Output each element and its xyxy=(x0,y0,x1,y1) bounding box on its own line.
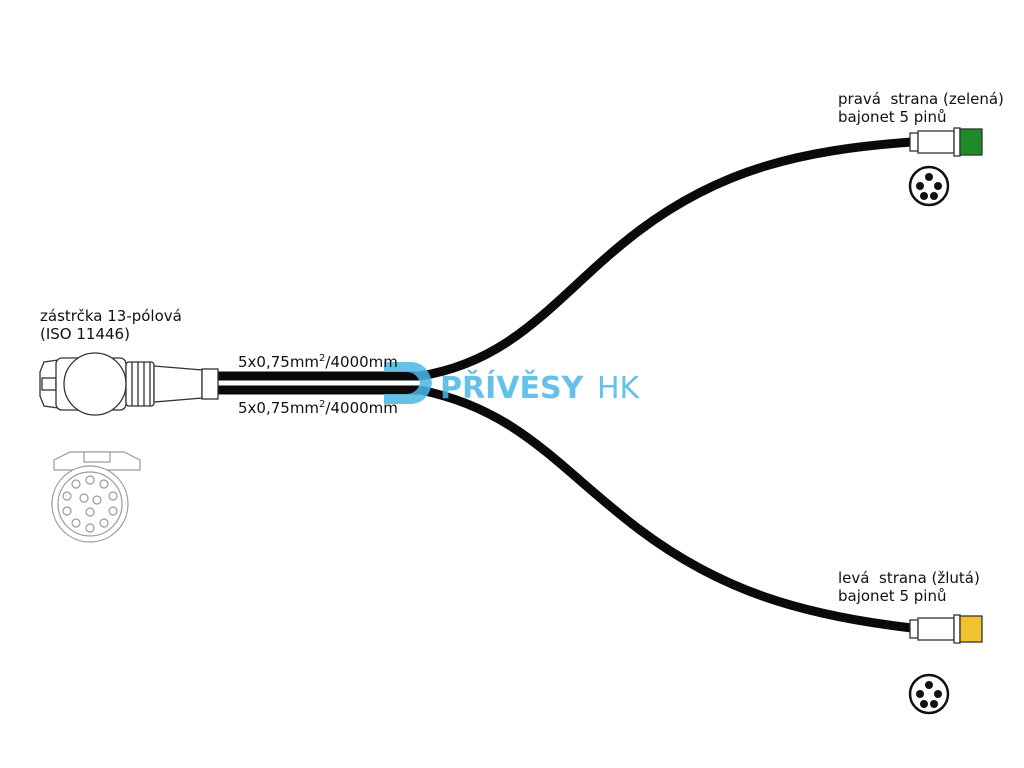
cable-branch-right xyxy=(419,137,913,381)
socket-tab-notch xyxy=(83,451,111,463)
socket-pin xyxy=(71,479,81,489)
socket-pin xyxy=(108,506,118,516)
left-label-line1: levá strana (žlutá) xyxy=(838,569,980,587)
socket-pin xyxy=(85,523,95,533)
watermark-logo-icon xyxy=(384,362,432,404)
bayonet-pin xyxy=(930,700,938,708)
socket-pin xyxy=(79,493,89,503)
connector-right-green xyxy=(909,127,983,157)
cable-label-top-len: /4000mm xyxy=(325,353,397,371)
socket-pin xyxy=(99,479,109,489)
bayonet-pin xyxy=(916,690,924,698)
cable-label-bottom-sup: 2 xyxy=(319,399,325,410)
bayonet-pin xyxy=(934,690,942,698)
plug-strain-relief xyxy=(153,365,203,403)
bayonet-pin xyxy=(925,173,933,181)
connector-right-body xyxy=(917,130,955,154)
cables xyxy=(218,137,913,633)
connector-left-yellow xyxy=(909,614,983,644)
socket-pin xyxy=(62,491,72,501)
socket-pin xyxy=(85,475,95,485)
connector-right-collar xyxy=(953,127,961,157)
socket-pin xyxy=(92,495,102,505)
connector-left-sleeve xyxy=(909,619,919,639)
plug-label-line2: (ISO 11446) xyxy=(40,325,130,343)
socket-pins xyxy=(62,475,118,533)
connector-left-cap xyxy=(959,615,983,643)
watermark-brand-suffix: HK xyxy=(597,371,641,406)
cable-label-bottom-gauge: 5x0,75mm xyxy=(238,399,319,417)
bayonet-pin xyxy=(920,700,928,708)
connector-right-cap xyxy=(959,128,983,156)
left-label-line2: bajonet 5 pinů xyxy=(838,587,946,605)
cable-label-top-sup: 2 xyxy=(319,353,325,364)
plug-sleeve xyxy=(201,368,219,400)
cable-label-bottom: 5x0,75mm2/4000mm xyxy=(238,399,398,417)
bayonet-pin xyxy=(934,182,942,190)
cable-label-top-gauge: 5x0,75mm xyxy=(238,353,319,371)
bayonet-5pin-icon-right xyxy=(908,165,950,207)
bayonet-pin xyxy=(925,681,933,689)
plug-13-pin xyxy=(39,352,219,416)
socket-pin xyxy=(71,518,81,528)
bayonet-face-left xyxy=(908,673,950,715)
socket-pin xyxy=(99,518,109,528)
watermark-logo: PŘÍVĚSY HK xyxy=(384,362,641,406)
connector-right-sleeve xyxy=(909,132,919,152)
socket-13-pin-face xyxy=(51,451,141,543)
cable-label-bottom-len: /4000mm xyxy=(325,399,397,417)
cable-label-top: 5x0,75mm2/4000mm xyxy=(238,353,398,371)
socket-pin xyxy=(108,491,118,501)
right-label-line2: bajonet 5 pinů xyxy=(838,108,946,126)
right-label-line1: pravá strana (zelená) xyxy=(838,90,1004,108)
bayonet-pin xyxy=(916,182,924,190)
bayonet-pin xyxy=(920,192,928,200)
bayonet-face-right xyxy=(908,165,950,207)
plug-label-line1: zástrčka 13-pólová xyxy=(40,307,182,325)
plug-face xyxy=(63,352,127,416)
plug-latch-detail xyxy=(41,377,57,391)
bayonet-pin xyxy=(930,192,938,200)
watermark-brand-main: PŘÍVĚSY xyxy=(440,370,585,406)
socket-inner-ring xyxy=(57,471,123,537)
connector-left-collar xyxy=(953,614,961,644)
socket-pin xyxy=(85,507,95,517)
bayonet-5pin-icon-left xyxy=(908,673,950,715)
cable-branch-left xyxy=(419,385,913,633)
socket-pin xyxy=(62,506,72,516)
connector-left-body xyxy=(917,617,955,641)
